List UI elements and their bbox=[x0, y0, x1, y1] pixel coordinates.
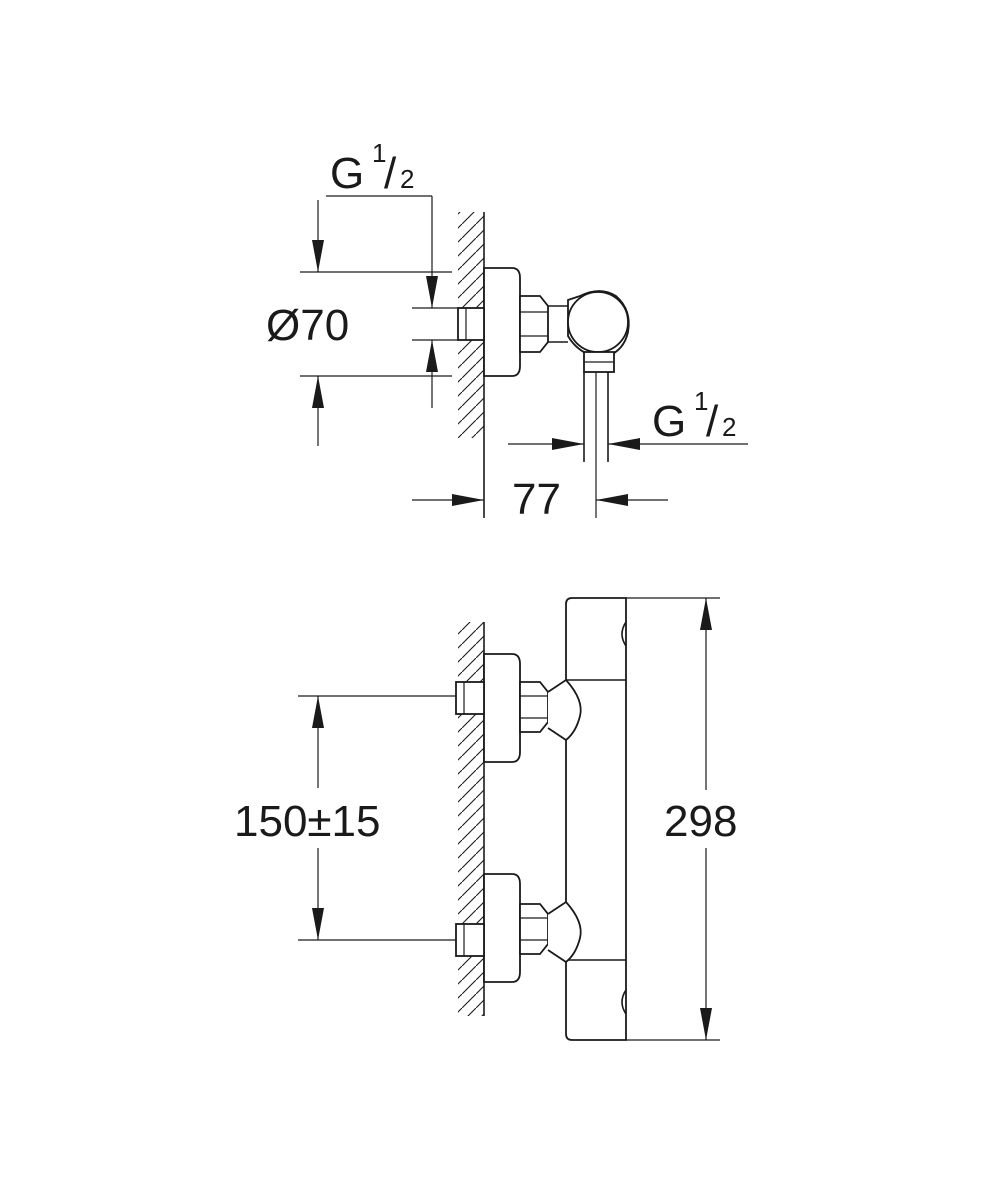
wall-rosette bbox=[483, 267, 521, 377]
diameter-label: Ø70 bbox=[266, 301, 349, 350]
outlet-thread-prefix: G bbox=[652, 397, 686, 446]
wall-side-view bbox=[458, 212, 485, 518]
inlet-thread-numerator: 1 bbox=[372, 138, 386, 168]
inlet-pipe-stub bbox=[457, 307, 485, 341]
diameter-dimension bbox=[300, 200, 452, 446]
centre-distance-label: 150±15 bbox=[234, 797, 381, 846]
inlet-thread-dimension bbox=[326, 195, 458, 408]
thermostat-body-front bbox=[547, 597, 627, 1041]
inlet-thread-prefix: G bbox=[330, 149, 364, 198]
depth-label: 77 bbox=[512, 475, 561, 524]
outlet-thread-denominator: 2 bbox=[722, 412, 736, 442]
outlet-thread-slash: / bbox=[706, 397, 719, 446]
inlet-thread-slash: / bbox=[384, 149, 397, 198]
height-label: 298 bbox=[664, 797, 737, 846]
height-dimension bbox=[626, 597, 720, 1041]
front-view: 150±15 298 bbox=[234, 597, 737, 1041]
thermostat-body-side bbox=[567, 290, 630, 373]
side-view: G 1 / 2 Ø70 G 1 / 2 77 bbox=[266, 138, 748, 524]
centre-distance-dimension bbox=[298, 695, 456, 941]
outlet-pipe bbox=[583, 372, 609, 518]
upper-rosette bbox=[455, 653, 549, 763]
depth-dimension bbox=[412, 494, 668, 506]
outlet-thread-dimension bbox=[508, 438, 748, 450]
wall-front-view bbox=[458, 622, 485, 1016]
hex-nut-connector bbox=[519, 295, 568, 353]
outlet-thread-numerator: 1 bbox=[694, 386, 708, 416]
inlet-thread-denominator: 2 bbox=[400, 164, 414, 194]
